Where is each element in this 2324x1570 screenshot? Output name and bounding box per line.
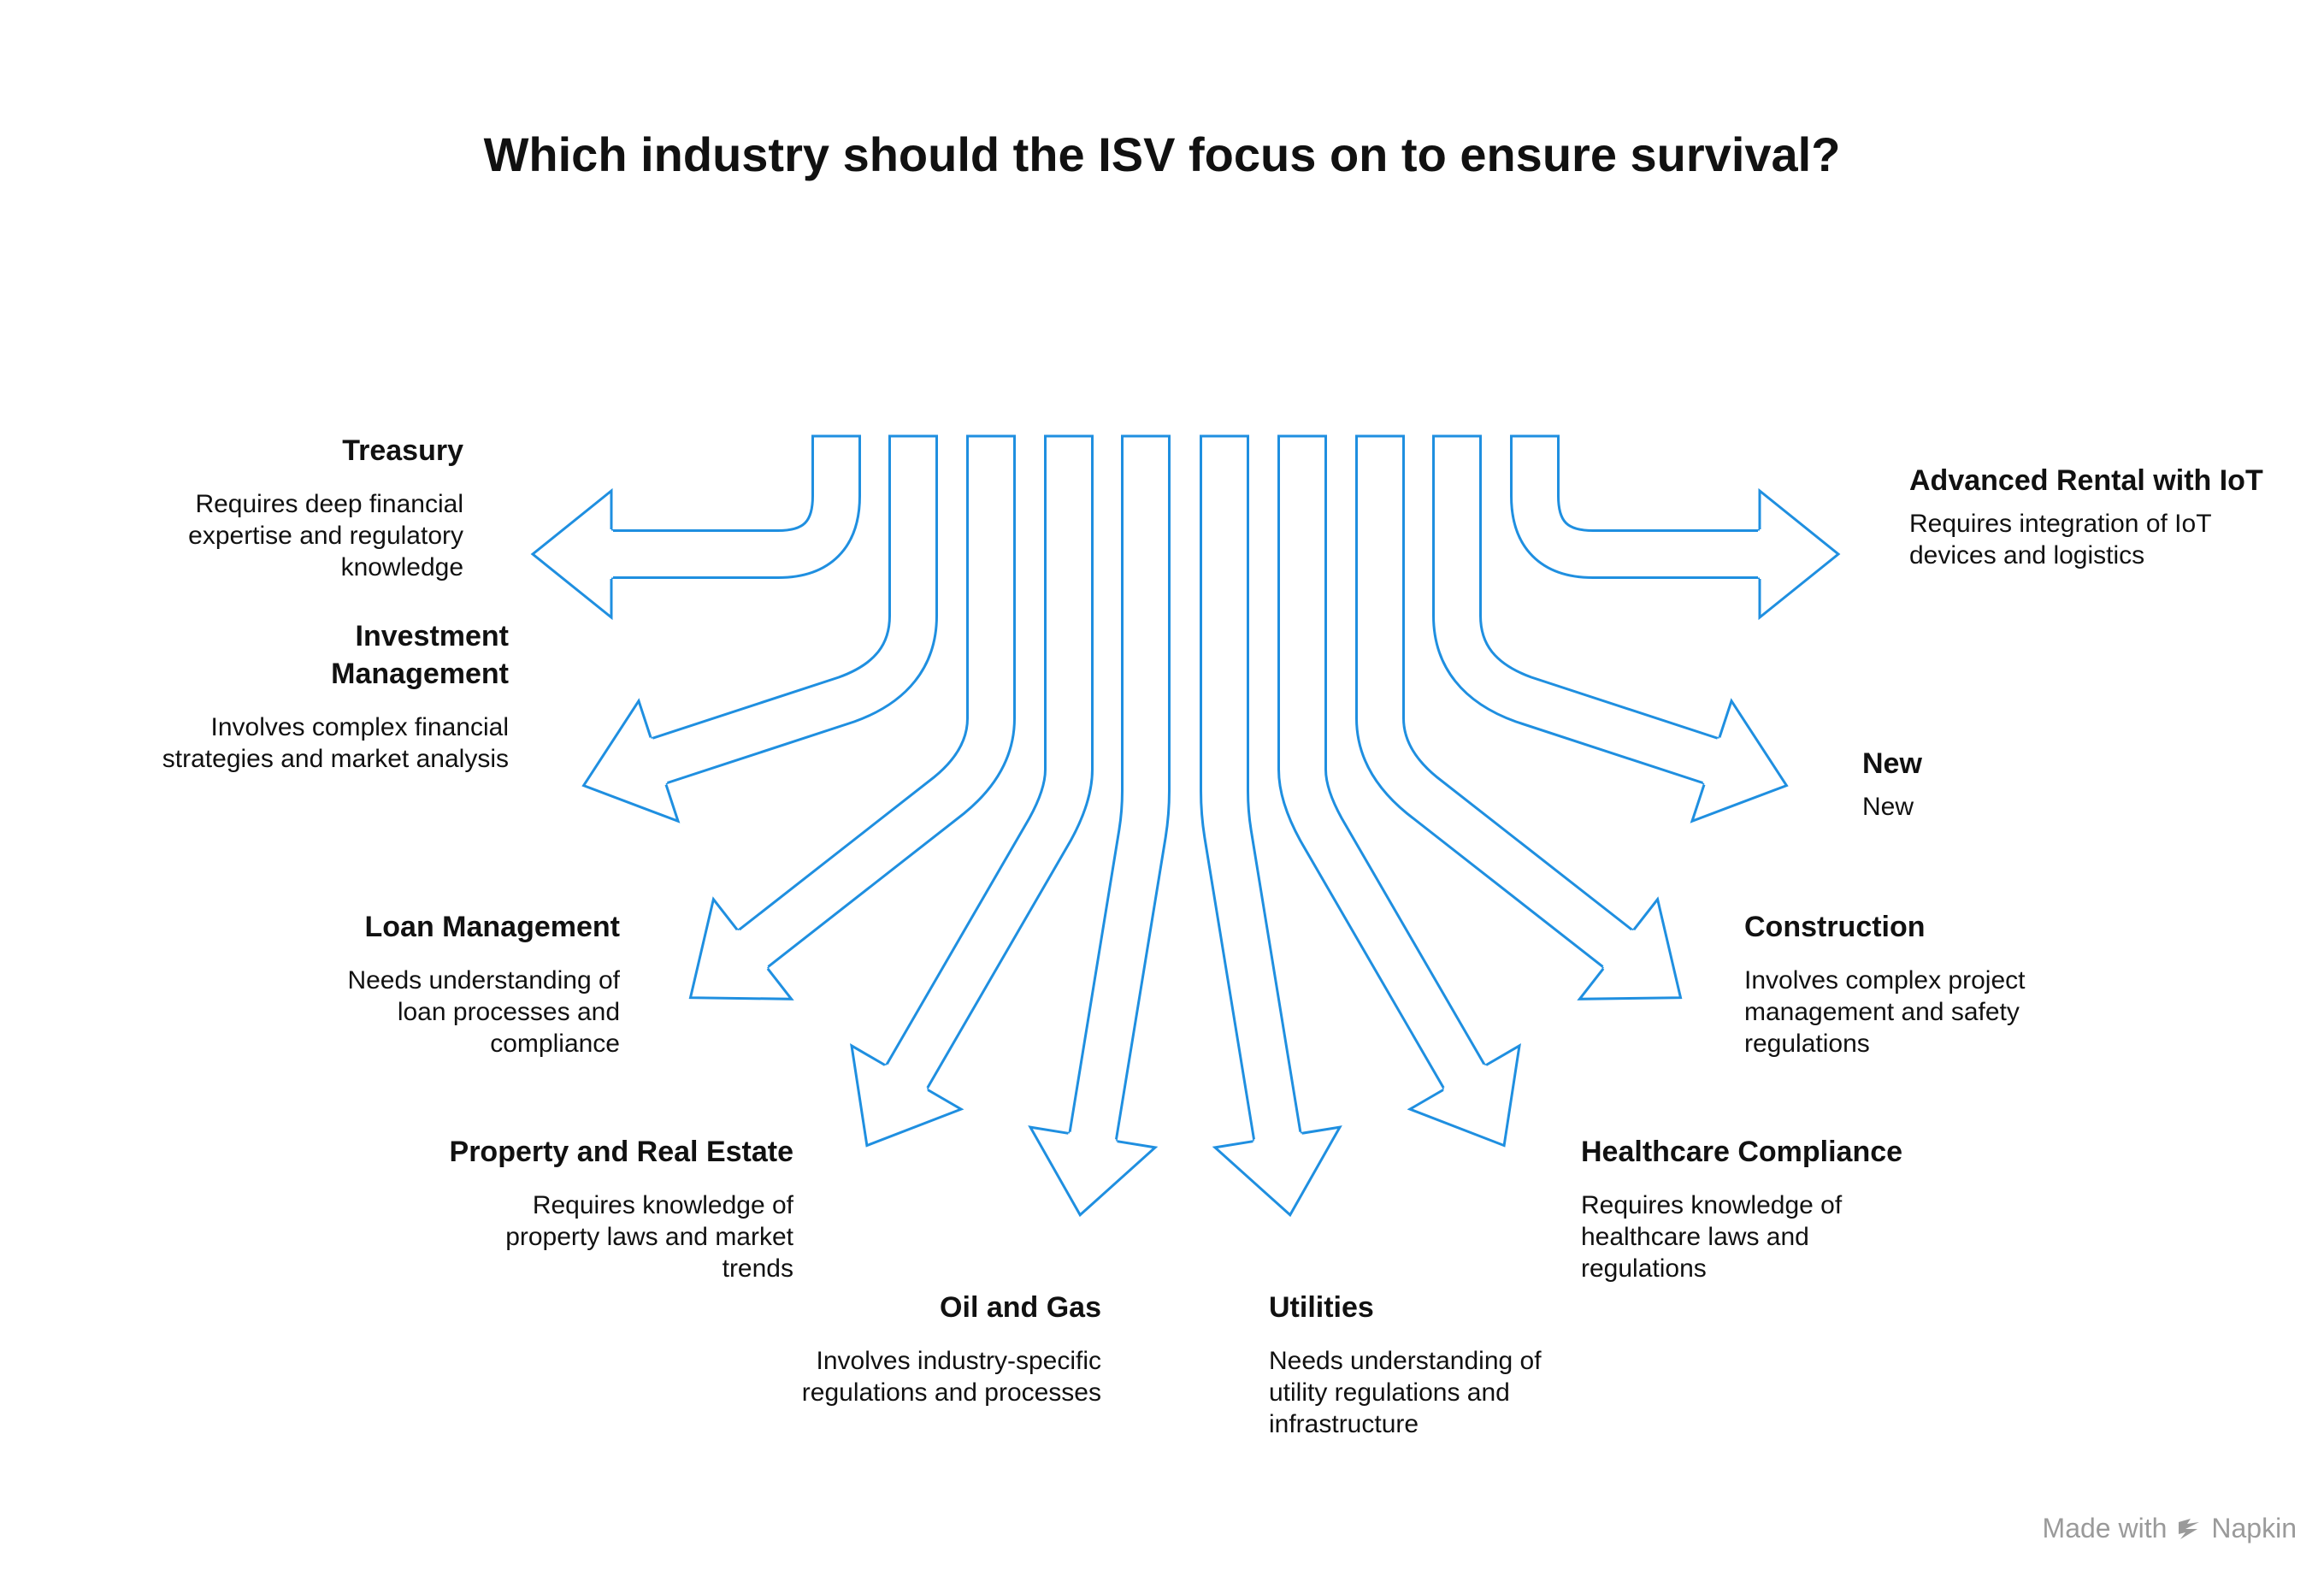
- made-with-label: Made with: [2042, 1513, 2168, 1543]
- page-title: Which industry should the ISV focus on t…: [483, 127, 1841, 181]
- item-description: Involves complex project management and …: [1744, 966, 2026, 1058]
- item-description: Needs understanding of utility regulatio…: [1269, 1347, 1542, 1438]
- item-investment-management: Investment Management Involves complex f…: [150, 617, 509, 775]
- item-title: Property and Real Estate: [449, 1136, 793, 1168]
- item-title: New: [1862, 747, 1922, 780]
- arrow-oil-and-gas: [1028, 434, 1171, 1218]
- item-description: New: [1862, 793, 1914, 821]
- arrow-loan-management: [688, 434, 1016, 1000]
- item-description: Needs understanding of loan processes an…: [347, 966, 620, 1058]
- item-property-and-real-estate: Property and Real Estate Requires knowle…: [434, 1133, 793, 1284]
- item-loan-management: Loan Management Needs understanding of l…: [261, 908, 620, 1059]
- item-advanced-rental-with-iot: Advanced Rental with IoT Requires integr…: [1909, 462, 2268, 571]
- arrow-investment-management: [581, 434, 938, 823]
- item-title: Construction: [1744, 911, 1926, 943]
- item-healthcare-compliance: Healthcare Compliance Requires knowledge…: [1581, 1133, 1940, 1284]
- item-new: New New: [1862, 745, 2119, 823]
- item-title: Oil and Gas: [940, 1291, 1101, 1324]
- item-oil-and-gas: Oil and Gas Involves industry-specific r…: [742, 1289, 1101, 1408]
- item-title: Treasury: [342, 434, 463, 467]
- made-with-napkin-footer: Made with Napkin: [2043, 1513, 2297, 1544]
- item-treasury: Treasury Requires deep financial experti…: [104, 432, 463, 583]
- item-description: Involves industry-specific regulations a…: [801, 1347, 1101, 1407]
- arrow-property-and-real-estate: [850, 434, 1094, 1148]
- arrow-advanced-rental: [1510, 434, 1841, 621]
- arrow-construction: [1355, 434, 1683, 1000]
- item-description: Requires knowledge of healthcare laws an…: [1581, 1191, 1843, 1283]
- item-description: Involves complex financial strategies an…: [162, 713, 509, 773]
- item-title: Utilities: [1269, 1291, 1374, 1324]
- item-construction: Construction Involves complex project ma…: [1744, 908, 2086, 1059]
- item-description: Requires deep financial expertise and re…: [188, 490, 463, 581]
- item-description: Requires knowledge of property laws and …: [505, 1191, 793, 1283]
- item-title: Advanced Rental with IoT: [1909, 464, 2263, 497]
- arrow-treasury: [530, 434, 861, 621]
- arrow-healthcare-compliance: [1277, 434, 1521, 1148]
- arrow-utilities: [1200, 434, 1342, 1218]
- item-title: Healthcare Compliance: [1581, 1136, 1903, 1168]
- item-description: Requires integration of IoT devices and …: [1909, 510, 2211, 570]
- item-utilities: Utilities Needs understanding of utility…: [1269, 1289, 1594, 1440]
- napkin-brand-label: Napkin: [2211, 1513, 2297, 1543]
- item-title: Investment Management: [331, 620, 509, 690]
- napkin-logo-icon: [2179, 1518, 2200, 1539]
- item-title: Loan Management: [364, 911, 620, 943]
- arrow-new: [1432, 434, 1789, 823]
